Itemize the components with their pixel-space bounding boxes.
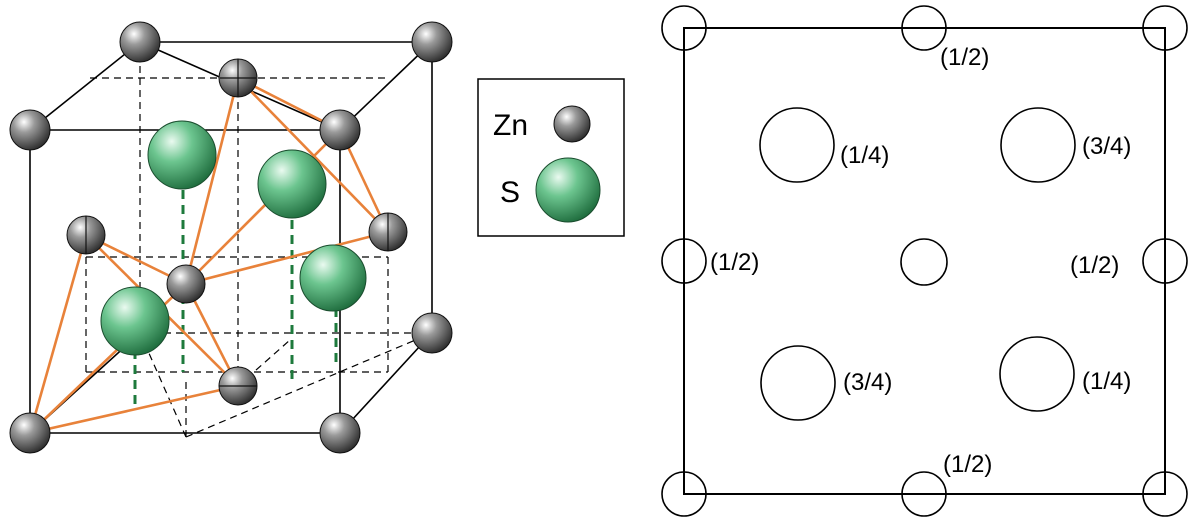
label-s-upper-right: (3/4): [1082, 133, 1131, 160]
back-face-edges: [140, 41, 433, 333]
label-right-mid: (1/2): [1070, 252, 1119, 279]
projection-square: [683, 27, 1166, 495]
s-atoms: [100, 120, 367, 356]
zn-atom: [319, 109, 361, 151]
corner-atom: [1142, 471, 1188, 517]
zn-atom: [319, 412, 361, 454]
corner-atom: [1142, 5, 1188, 51]
s-projection-atom: [760, 345, 836, 421]
s-atom: [257, 149, 327, 219]
legend: Zn S: [477, 78, 625, 237]
edge-atom-top: [901, 5, 947, 51]
label-s-lower-right: (1/4): [1082, 368, 1131, 395]
unit-cell-3d: [9, 21, 453, 454]
zn-atom: [9, 109, 51, 151]
zn-atom: [9, 412, 51, 454]
atom-seams: [85, 59, 389, 387]
edge-atom-left: [661, 238, 707, 284]
center-atom: [900, 238, 948, 286]
s-atom: [299, 244, 367, 312]
zn-atom: [119, 21, 161, 63]
label-bottom-mid: (1/2): [943, 451, 992, 478]
zn-atoms: [9, 21, 453, 454]
s-atom: [100, 286, 170, 356]
zn-atom: [166, 264, 206, 304]
edge-atom-bottom: [901, 471, 947, 517]
s-projection-atom: [1000, 107, 1076, 183]
zn-atom: [411, 21, 453, 63]
s-atom: [147, 120, 217, 190]
label-top-mid: (1/2): [940, 44, 989, 71]
legend-zn-label: Zn: [493, 109, 528, 142]
s-projection-atom: [759, 107, 835, 183]
corner-atom: [661, 471, 707, 517]
label-s-upper-left: (1/4): [840, 142, 889, 169]
corner-atom: [661, 5, 707, 51]
legend-zn-atom: [553, 105, 591, 143]
zn-atom: [411, 312, 453, 354]
legend-s-atom: [535, 157, 601, 223]
legend-s-label: S: [500, 176, 520, 209]
label-s-lower-left: (3/4): [843, 369, 892, 396]
label-left-mid: (1/2): [710, 249, 759, 276]
projection-atoms: [661, 5, 1188, 517]
edge-atom-right: [1142, 238, 1188, 284]
projection-view: (1/2) (1/4) (3/4) (1/2) (1/2) (3/4) (1/4…: [661, 5, 1188, 517]
s-projection-atom: [999, 336, 1075, 412]
